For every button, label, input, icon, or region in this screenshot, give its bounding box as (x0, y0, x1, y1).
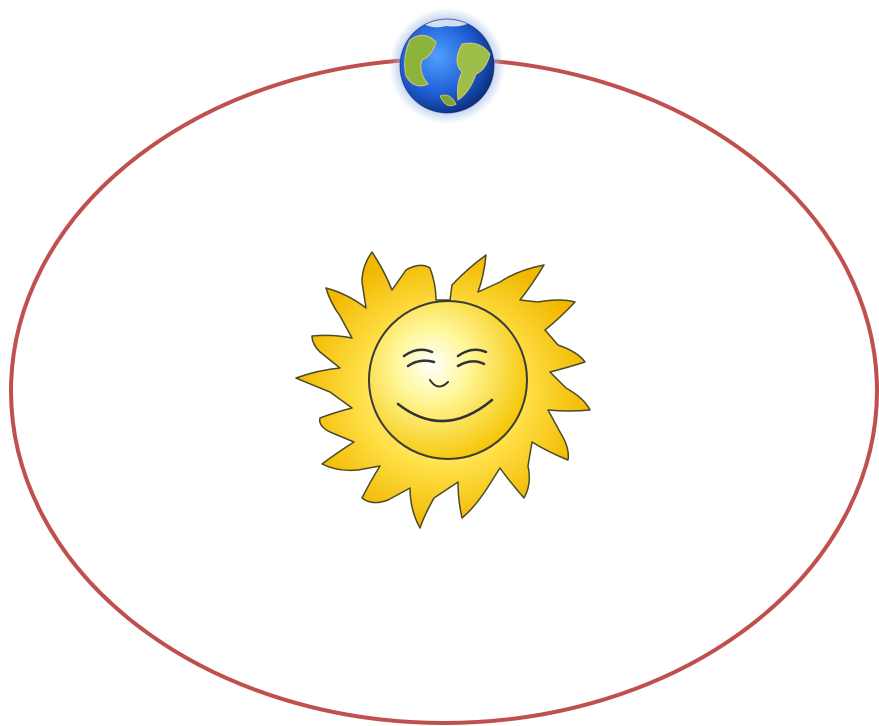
sun-face (369, 301, 527, 459)
smiling-sun-icon (296, 252, 590, 528)
earth-globe-icon (389, 8, 505, 124)
